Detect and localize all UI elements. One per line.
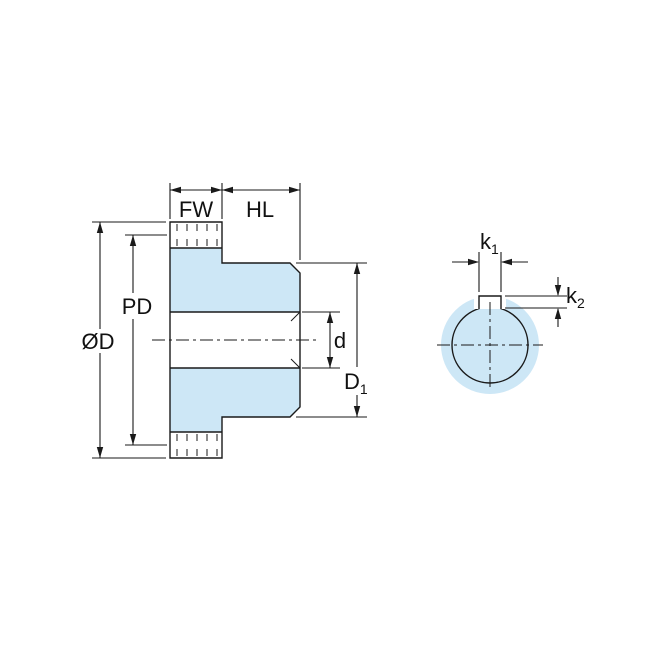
teeth-ticks-top	[176, 224, 218, 246]
k1-label: k1	[480, 229, 499, 257]
fw-label: FW	[179, 197, 213, 222]
k2-arrow-top	[554, 285, 562, 296]
hl-arrow-left	[222, 186, 233, 194]
d1-arrow-bottom	[353, 406, 361, 417]
hl-arrow-right	[289, 186, 300, 194]
od-label: ØD	[82, 329, 115, 354]
k2-label-main: k	[566, 283, 578, 308]
od-extension-lines	[92, 221, 166, 459]
k1-label-main: k	[480, 229, 492, 254]
gear-inner-edges	[170, 247, 300, 433]
section-view: FW HL PD ØD d D1	[80, 183, 374, 459]
pd-extension-lines	[125, 234, 167, 446]
teeth-ticks-bottom	[176, 434, 218, 456]
gear-outline	[169, 221, 301, 459]
pd-arrow-bottom	[129, 434, 137, 445]
od-arrow-top	[96, 222, 104, 233]
end-view: k1 k2	[437, 229, 585, 394]
pd-arrow-top	[129, 235, 137, 246]
d1-extension-lines	[296, 262, 367, 418]
fw-hl-extension-lines	[169, 183, 301, 260]
k1-extension-lines	[478, 252, 502, 292]
bore-chamfer-lines	[290, 311, 301, 369]
k1-arrow-right	[501, 258, 512, 266]
k2-label: k2	[566, 283, 585, 311]
pd-label: PD	[122, 294, 153, 319]
keyway-cutout	[474, 288, 506, 309]
bore-label: d	[334, 328, 346, 353]
d-extension-lines	[302, 311, 340, 369]
keyway-outline	[478, 295, 502, 309]
od-label-bg	[80, 329, 116, 353]
d-arrow-bottom	[326, 357, 334, 368]
d1-label-sub: 1	[360, 381, 368, 397]
k1-arrow-left	[468, 258, 479, 266]
k2-extension-lines	[505, 295, 567, 309]
k2-label-sub: 2	[577, 295, 585, 311]
d1-label: D1	[344, 369, 368, 397]
d1-label-bg	[341, 367, 374, 395]
d1-label-main: D	[344, 369, 360, 394]
pd-label-bg	[119, 293, 156, 319]
d-arrow-top	[326, 312, 334, 323]
k2-arrow-bottom	[554, 308, 562, 319]
fw-arrow-right	[211, 186, 222, 194]
d1-arrow-top	[353, 263, 361, 274]
hl-label: HL	[246, 197, 274, 222]
fw-arrow-left	[170, 186, 181, 194]
k1-label-sub: 1	[491, 241, 499, 257]
od-arrow-bottom	[96, 447, 104, 458]
